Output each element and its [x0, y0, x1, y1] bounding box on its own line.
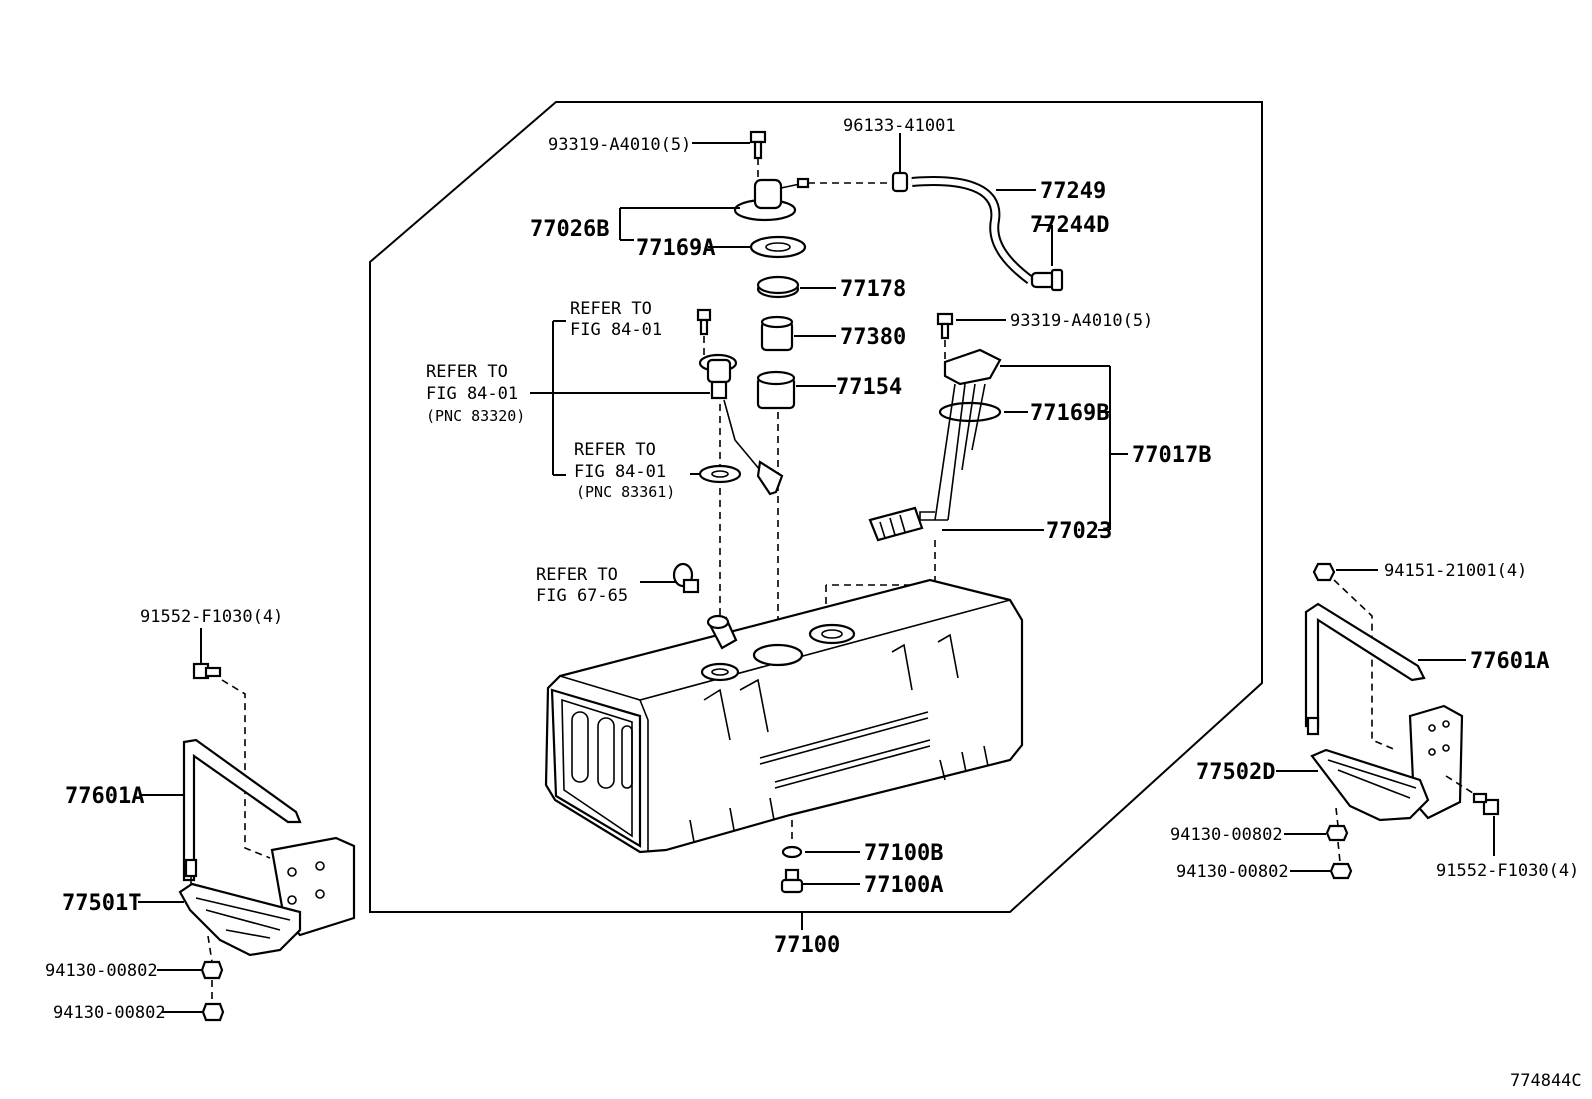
ring-77178: [756, 275, 800, 299]
refer2-line1: REFER TO: [426, 362, 508, 382]
label-77380: 77380: [840, 325, 906, 350]
refer3-line2: FIG 84-01: [574, 462, 666, 482]
nut-94151: [1312, 562, 1336, 582]
nut-94130-left-b: [201, 1002, 225, 1022]
refer3-line1: REFER TO: [574, 440, 656, 460]
hose-elbow-77244D: [1030, 268, 1064, 292]
label-77169A: 77169A: [636, 236, 715, 261]
nut-94130-right-a: [1325, 824, 1349, 842]
bracket-77501T: [178, 836, 356, 957]
label-77023: 77023: [1046, 519, 1112, 544]
label-77169B: 77169B: [1030, 401, 1109, 426]
strap-77601A-left: [182, 738, 302, 888]
nut-94130-left-a: [200, 960, 224, 980]
label-77100A: 77100A: [864, 873, 943, 898]
sender-gauge-unit: [733, 177, 810, 222]
nut-94130-right-b: [1329, 862, 1353, 880]
label-93319-right: 93319-A4010(5): [1010, 311, 1153, 331]
gasket-sender: [698, 464, 742, 484]
label-77178: 77178: [840, 277, 906, 302]
gasket-77169A: [749, 235, 807, 259]
sensor-fig6765: [672, 562, 700, 594]
label-94130-left-b: 94130-00802: [53, 1003, 166, 1023]
cap-77380: [760, 315, 794, 352]
label-93319-top: 93319-A4010(5): [548, 135, 691, 155]
refer2-line3: (PNC 83320): [426, 407, 525, 425]
label-77154: 77154: [836, 375, 902, 400]
bolt-93319-right: [936, 312, 954, 340]
refer1-line1: REFER TO: [570, 299, 652, 319]
refer4-line2: FIG 67-65: [536, 586, 628, 606]
label-91552-left: 91552-F1030(4): [140, 607, 283, 627]
bolt-91552-right: [1472, 792, 1500, 816]
label-77017B: 77017B: [1132, 443, 1211, 468]
label-77249: 77249: [1040, 179, 1106, 204]
hose-clip: [891, 171, 909, 193]
label-94130-right-b: 94130-00802: [1176, 862, 1289, 882]
label-91552-right: 91552-F1030(4): [1436, 861, 1579, 881]
refer1-line2: FIG 84-01: [570, 320, 662, 340]
refer4-line1: REFER TO: [536, 565, 618, 585]
bolt-sender: [696, 308, 712, 336]
bolt-93319-top: [749, 130, 767, 160]
label-96133: 96133-41001: [843, 116, 956, 136]
drain-plug-77100A: [780, 868, 804, 894]
label-77601A-left: 77601A: [65, 784, 144, 809]
strap-77601A-right: [1304, 602, 1426, 736]
bolt-91552-left: [192, 662, 222, 680]
bracket-77502D: [1310, 704, 1464, 822]
label-77100: 77100: [774, 933, 840, 958]
fuel-sender-77017B: [868, 348, 1002, 542]
label-77502D: 77502D: [1196, 760, 1275, 785]
label-77601A-right: 77601A: [1470, 649, 1549, 674]
figure-code: 774844C: [1510, 1071, 1582, 1091]
label-94130-right-a: 94130-00802: [1170, 825, 1283, 845]
label-77100B: 77100B: [864, 841, 943, 866]
filler-neck-77154: [756, 370, 796, 410]
label-77501T: 77501T: [62, 891, 141, 916]
refer3-line3: (PNC 83361): [576, 483, 675, 501]
label-77244D: 77244D: [1030, 213, 1109, 238]
refer2-line2: FIG 84-01: [426, 384, 518, 404]
tank-group-boundary: [369, 101, 1263, 913]
gasket-77100B: [781, 845, 803, 859]
fuel-tank: [544, 578, 1024, 854]
label-77026B: 77026B: [530, 217, 609, 242]
label-94130-left-a: 94130-00802: [45, 961, 158, 981]
fuel-pump-module: [698, 353, 784, 496]
label-94151: 94151-21001(4): [1384, 561, 1527, 581]
